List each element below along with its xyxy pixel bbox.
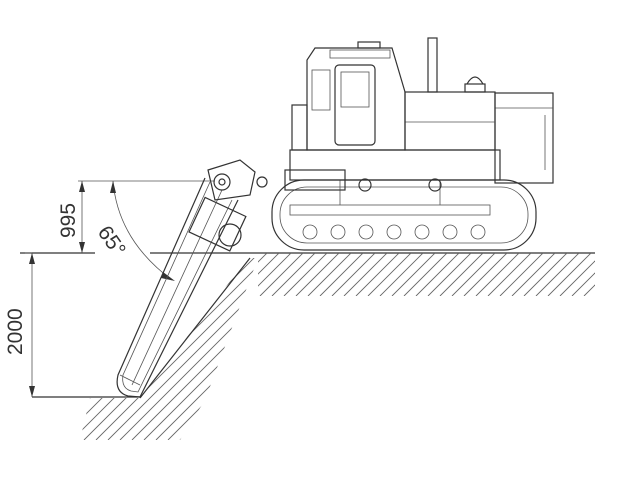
hatch-line [271,253,316,296]
crawler-track [271,178,537,251]
hatch-line [547,253,592,296]
hatch-line [523,253,568,296]
dimension-label-995: 995 [57,203,80,238]
hatch-line [80,258,239,440]
track-roller [302,224,318,240]
hatch-line [107,258,258,440]
hatch-line [367,253,412,296]
hatch-line [427,253,472,296]
hatch-line [239,258,258,440]
track-roller [330,224,346,240]
hatch-line [319,253,364,296]
hatch-line [343,253,388,296]
hatch-line [95,258,258,440]
track-roller [386,224,402,240]
hatch-line [258,253,268,296]
hatch-line [80,258,251,440]
hatch-line [283,253,328,296]
hatch-line [499,253,544,296]
track-roller [414,224,430,240]
dimension-995: 995 [57,180,215,253]
hatch-line [379,253,424,296]
hatch-line [83,258,258,440]
digging-boom [116,159,268,398]
track-roller [442,224,458,240]
dimension-label-2000: 2000 [4,308,27,355]
hatch-line [155,258,258,440]
hatch-line [463,253,508,296]
trench-wall-hatch [80,258,258,440]
hatch-line [439,253,484,296]
hatch-line [80,258,215,440]
exhaust-pipe [427,37,438,93]
hatch-line [295,253,340,296]
hatch-line [251,258,258,440]
dimension-angle: 65° [93,180,175,281]
hatch-line [403,253,448,296]
hatch-line [227,258,258,440]
dimension-label-angle: 65° [93,222,130,261]
beacon-light [464,76,486,93]
hatch-line [355,253,400,296]
hatch-line [511,253,556,296]
hatch-line [119,258,258,440]
dimension-2000: 2000 [4,252,35,397]
hatch-line [331,253,376,296]
hatch-line [167,258,258,440]
hatch-line [80,258,203,440]
hatch-line [258,253,280,296]
hatch-line [391,253,436,296]
hatch-line [596,253,639,296]
hatch-line [583,253,595,296]
hatch-line [143,258,258,440]
track-roller [358,224,374,240]
hatch-line [535,253,580,296]
hatch-line [487,253,532,296]
hatch-line [80,258,191,440]
tractor-body [284,91,554,191]
trench-wall [139,257,251,399]
hatch-line [559,253,595,296]
hatch-line [191,258,258,440]
hatch-line [259,253,304,296]
hatch-line [475,253,520,296]
hatch-line [415,253,460,296]
hatch-line [215,258,258,440]
hatch-line [451,253,496,296]
hatch-line [203,258,258,440]
hatch-line [258,253,292,296]
hatch-line [571,253,595,296]
hatch-line [307,253,352,296]
hatch-line [179,258,258,440]
track-roller [470,224,486,240]
cab [306,41,406,151]
ground-hatch [258,253,639,296]
